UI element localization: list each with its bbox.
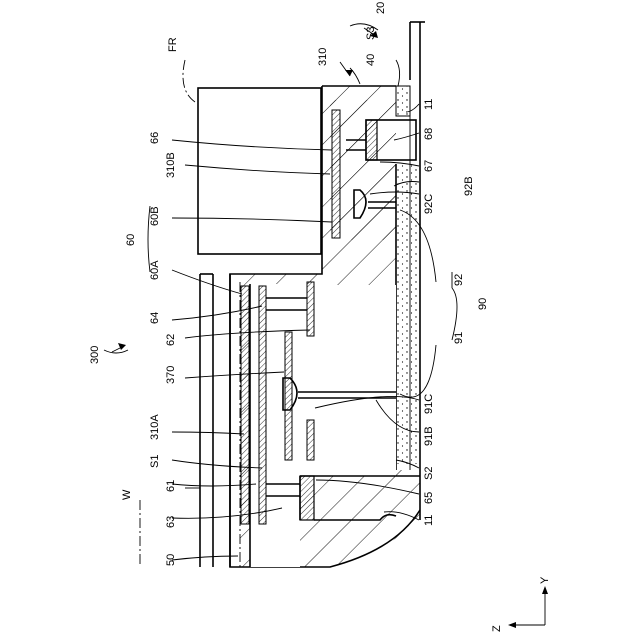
label-63: 63	[165, 516, 177, 528]
label-92c: 92C	[423, 194, 435, 214]
axis-y-label: Y	[539, 576, 551, 584]
label-60b: 60B	[149, 206, 161, 226]
label-20: 20	[375, 2, 387, 14]
label-w: W	[121, 489, 133, 500]
label-66: 66	[149, 132, 161, 144]
label-11-bottom: 11	[423, 515, 435, 526]
board-60B	[332, 110, 340, 238]
label-50: 50	[165, 554, 177, 566]
label-91: 91	[453, 332, 465, 344]
label-310a: 310A	[149, 414, 161, 440]
label-300: 300	[89, 346, 101, 364]
fr-box	[183, 60, 321, 254]
label-68: 68	[423, 128, 435, 140]
label-11-top: 11	[423, 99, 435, 110]
label-92b: 92B	[463, 176, 475, 196]
label-fr: FR	[167, 37, 179, 52]
label-91c: 91C	[423, 394, 435, 414]
axis-z-label: Z	[491, 625, 503, 632]
label-67: 67	[423, 160, 435, 172]
coordinate-axes: Y Z	[491, 576, 551, 632]
label-92: 92	[453, 274, 465, 286]
label-310: 310	[317, 48, 329, 66]
label-62: 62	[165, 334, 177, 346]
label-91b: 91B	[423, 426, 435, 446]
label-s2: S2	[423, 467, 435, 480]
label-40: 40	[365, 54, 377, 66]
label-60: 60	[125, 234, 137, 246]
left-wall-310A	[200, 274, 240, 567]
label-61: 61	[165, 480, 177, 492]
label-64: 64	[149, 312, 161, 324]
label-90: 90	[477, 298, 489, 310]
label-370: 370	[165, 366, 177, 384]
label-s1: S1	[149, 455, 161, 468]
label-60a: 60A	[149, 260, 161, 280]
label-310b: 310B	[165, 152, 177, 178]
label-65: 65	[423, 492, 435, 504]
